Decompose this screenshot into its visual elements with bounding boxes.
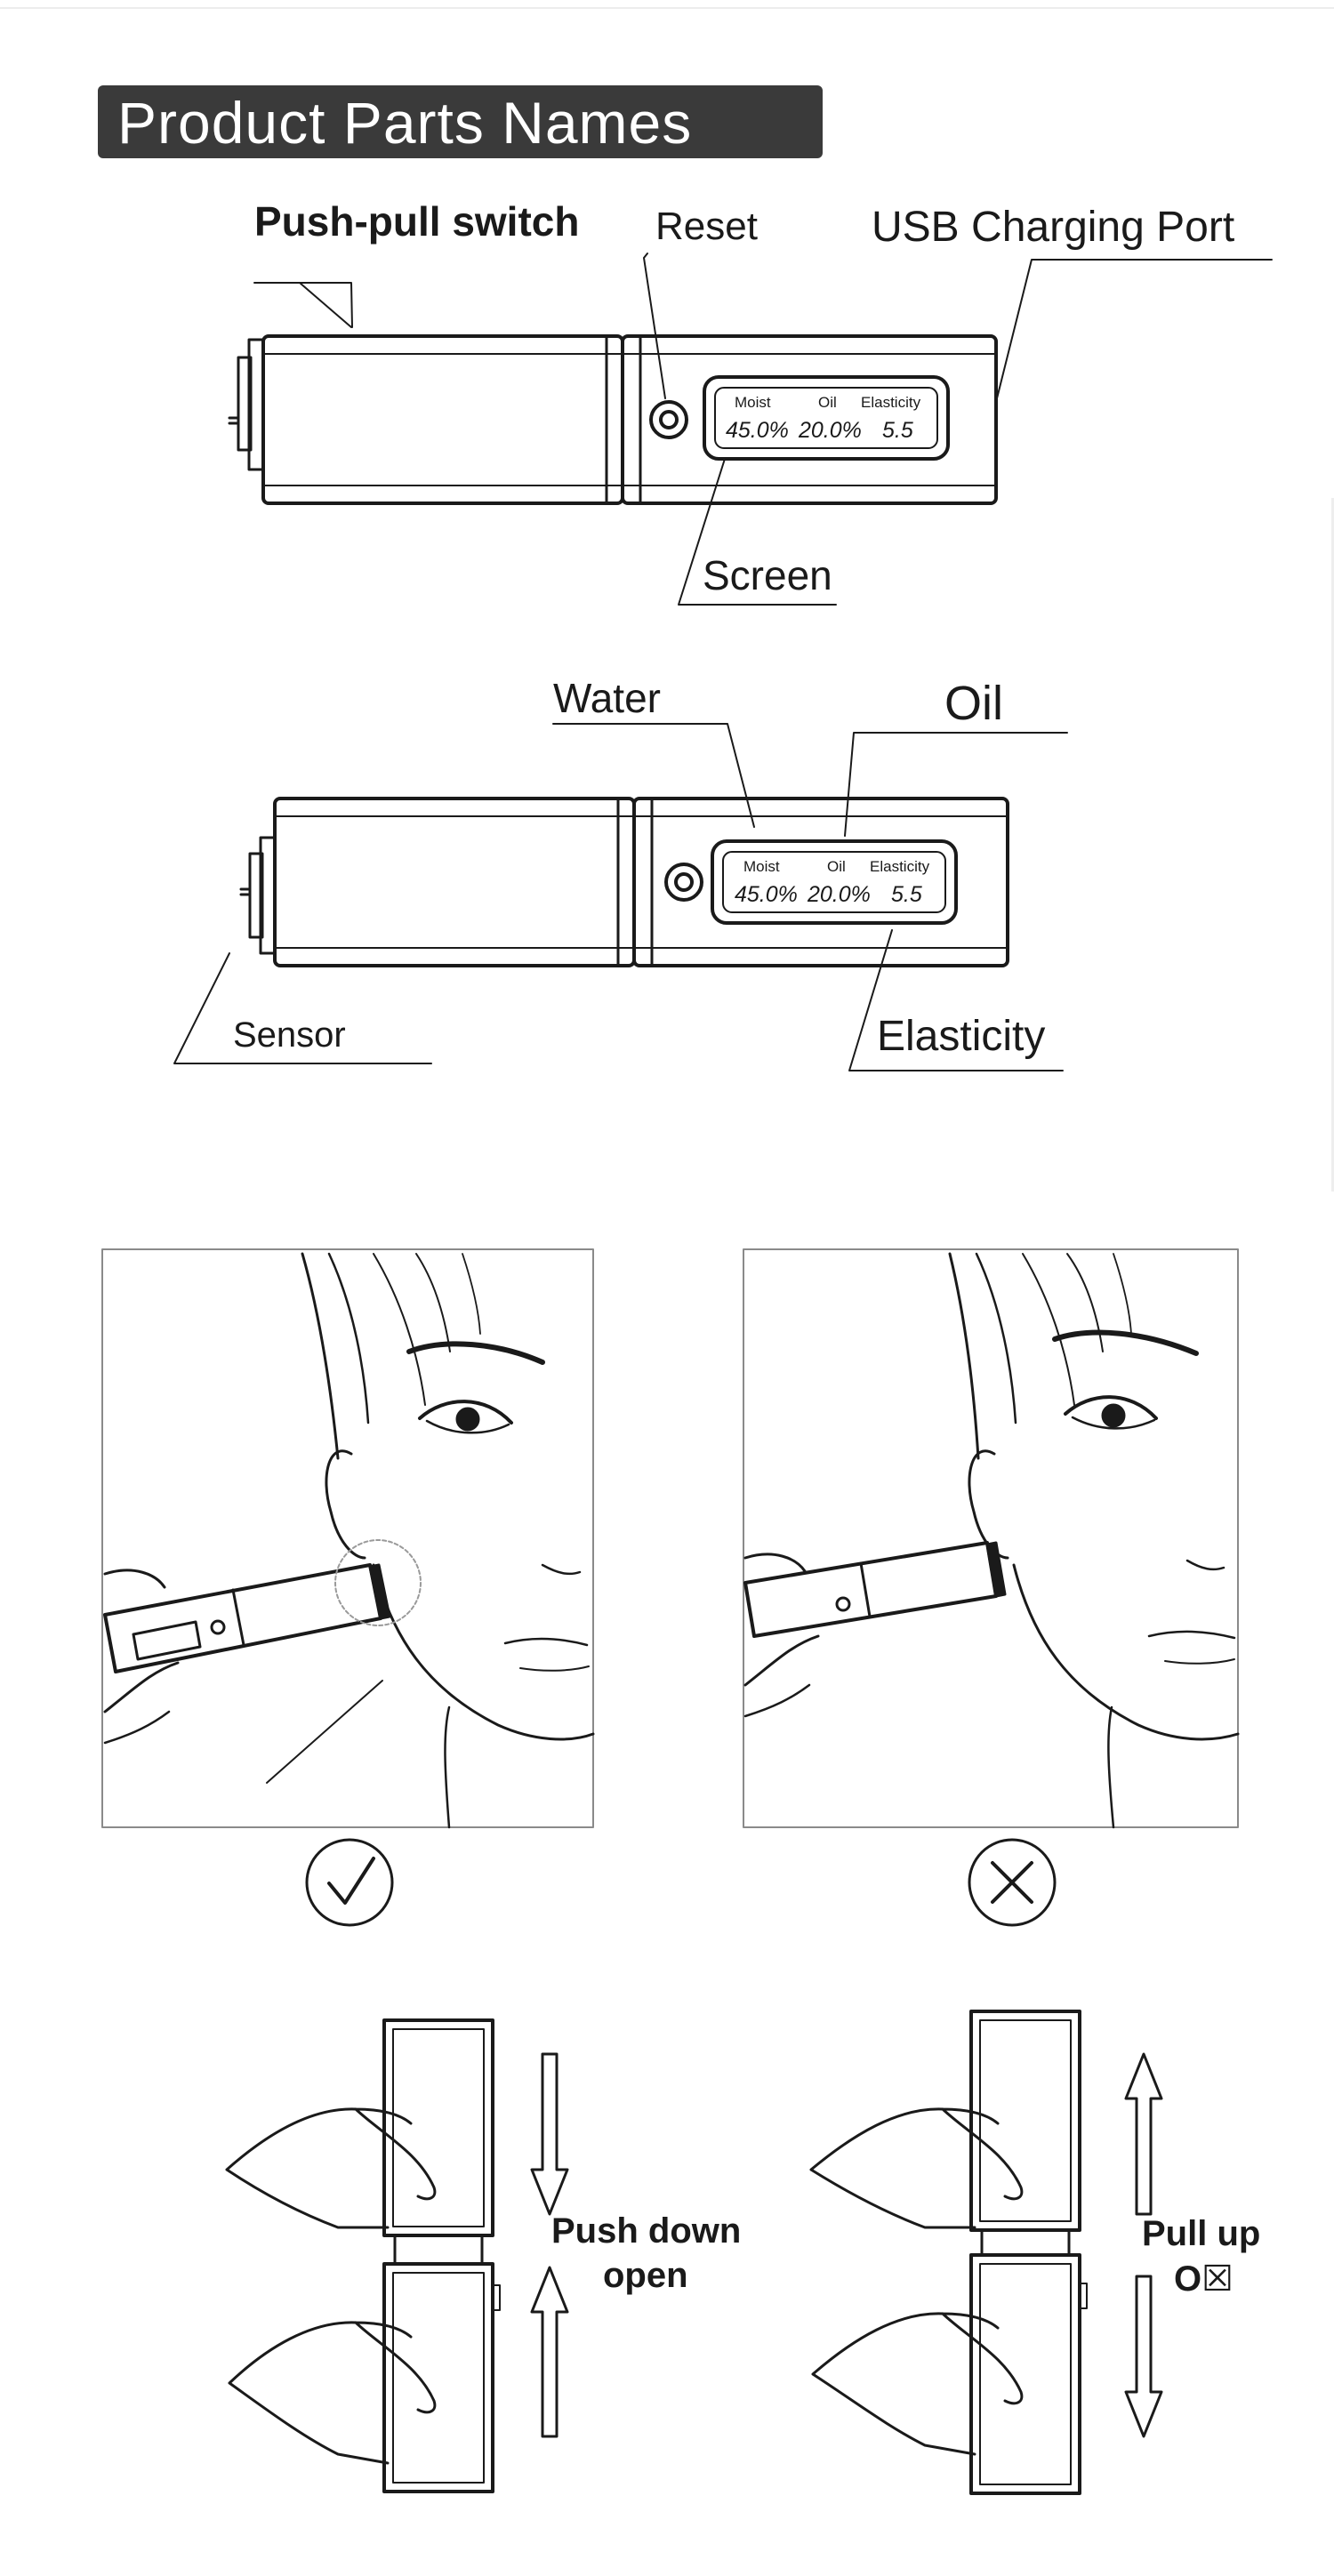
label-usb-charging-port: USB Charging Port	[872, 204, 1235, 251]
lcd1-elasticity-value: 5.5	[882, 418, 913, 443]
check-mark-icon	[305, 1838, 394, 1927]
lcd1-moist-label: Moist	[735, 394, 771, 411]
label-oil: Oil	[944, 677, 1003, 730]
label-push-pull-switch: Push-pull switch	[254, 198, 580, 245]
label-reset: Reset	[655, 205, 758, 248]
device-diagram-2	[173, 723, 1068, 1071]
lcd1-oil-label: Oil	[818, 394, 837, 411]
lcd2-oil-value: 20.0%	[807, 882, 871, 907]
lcd2-moist-value: 45.0%	[735, 882, 798, 907]
pull-up-illustration	[809, 2010, 1163, 2495]
usage-wrong-panel	[743, 1248, 1240, 1829]
cross-mark-icon	[968, 1838, 1057, 1927]
usage-correct-panel	[101, 1248, 595, 1829]
label-sensor: Sensor	[233, 1015, 346, 1055]
lcd1-moist-value: 45.0%	[726, 418, 789, 443]
top-divider	[0, 7, 1334, 9]
lcd2-elasticity-value: 5.5	[891, 882, 922, 907]
title-banner	[98, 85, 823, 158]
label-open: open	[603, 2256, 688, 2295]
lcd2-oil-label: Oil	[827, 858, 846, 875]
label-screen: Screen	[703, 552, 832, 598]
right-edge-divider	[1331, 498, 1334, 1192]
push-down-illustration	[225, 2018, 569, 2493]
lcd1-elasticity-label: Elasticity	[861, 394, 921, 411]
label-pull-up: Pull up	[1142, 2214, 1261, 2253]
label-push-down: Push down	[551, 2211, 742, 2251]
label-elasticity: Elasticity	[877, 1013, 1046, 1060]
device-diagram-1	[228, 253, 1273, 606]
lcd-readout-2: Moist Oil Elasticity 45.0% 20.0% 5.5	[735, 858, 930, 907]
lcd2-elasticity-label: Elasticity	[870, 858, 930, 875]
reset-button-drawing	[649, 400, 688, 439]
lcd1-oil-value: 20.0%	[798, 418, 862, 443]
lcd2-moist-label: Moist	[743, 858, 780, 875]
page-title: Product Parts Names	[117, 90, 693, 156]
lcd-readout-1: Moist Oil Elasticity 45.0% 20.0% 5.5	[726, 394, 921, 443]
screen-outline	[703, 375, 950, 461]
label-pull-up-symbol: O☒	[1174, 2259, 1234, 2299]
label-water: Water	[553, 675, 661, 721]
